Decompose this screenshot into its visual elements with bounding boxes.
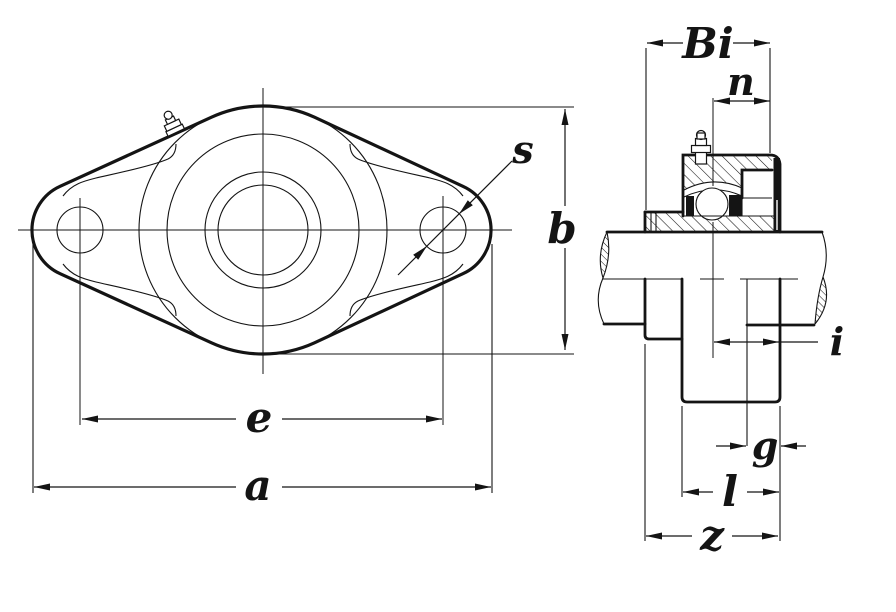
- dim-a: a: [32, 244, 493, 510]
- dim-label-l: l: [722, 467, 738, 516]
- front-view: s b e a: [18, 88, 577, 510]
- dim-label-a: a: [244, 461, 271, 510]
- lower-elevation: [643, 277, 782, 404]
- dim-label-b: b: [547, 204, 576, 253]
- right-break-crescent: [815, 277, 827, 324]
- Bi-arrow-left: [647, 39, 663, 47]
- dim-b: b: [265, 106, 577, 355]
- grease-fitting-side: [690, 129, 712, 165]
- bearing-ball: [695, 187, 729, 221]
- flange-fillet-lines: [62, 143, 464, 317]
- z-arrow-left: [646, 532, 662, 540]
- fitting-thread: [694, 151, 708, 165]
- inner-ring-circle: [204, 171, 322, 289]
- housing-rim-section: [773, 158, 780, 232]
- dim-label-i: i: [830, 319, 844, 364]
- dim-label-Bi: Bi: [681, 19, 733, 68]
- i-arrow-right: [763, 338, 779, 346]
- s-arrow-upper: [459, 200, 473, 214]
- inner-ring-section-left: [686, 196, 694, 216]
- shaft: [597, 230, 828, 327]
- grease-fitting-front: [163, 110, 186, 138]
- shaft-bore-circle: [217, 184, 309, 276]
- flange-band-hatch: [645, 216, 774, 232]
- e-arrow-right: [426, 415, 442, 423]
- fitting-hex: [690, 144, 712, 154]
- fillet-line-lower-right: [349, 263, 464, 317]
- dim-label-g: g: [752, 423, 779, 468]
- left-break-crescent: [600, 232, 609, 278]
- fillet-line-upper-left: [62, 143, 177, 197]
- front-centerlines: [18, 88, 512, 425]
- housing-outline: [643, 153, 782, 234]
- fitting-cap: [696, 132, 706, 140]
- boss-cylinder-outline: [680, 277, 782, 404]
- outer-ring-circle: [166, 133, 360, 327]
- flange-outline: [30, 104, 493, 356]
- dim-z: z: [644, 344, 778, 560]
- dim-i: i: [714, 319, 844, 364]
- right-bolt-hole: [419, 206, 467, 254]
- right-break-inner-curve: [814, 276, 824, 325]
- z-arrow-right: [762, 532, 778, 540]
- n-arrow-right: [754, 97, 770, 105]
- inner-ring-section-right: [729, 195, 742, 216]
- fitting-nipple: [163, 110, 173, 120]
- g-arrow-left: [730, 442, 746, 450]
- dim-label-n: n: [727, 59, 755, 104]
- dim-s: s: [397, 127, 534, 276]
- l-arrow-left: [683, 488, 699, 496]
- collar-notch-edge: [740, 168, 774, 200]
- e-arrow-left: [82, 415, 98, 423]
- left-break-inner-curve: [602, 231, 610, 279]
- Bi-arrow-right: [754, 39, 770, 47]
- dim-label-e: e: [246, 393, 273, 442]
- b-arrow-top: [561, 109, 569, 125]
- dim-n: n: [714, 59, 770, 105]
- g-arrow-right: [781, 442, 797, 450]
- dim-g: g: [716, 325, 806, 541]
- b-arrow-bottom: [561, 334, 569, 350]
- flange-band-hatch-left: [645, 212, 683, 217]
- side-view: Bi n i g: [597, 19, 844, 560]
- bolt-holes: [56, 206, 467, 254]
- fillet-line-upper-right: [349, 143, 464, 197]
- left-bolt-hole: [56, 206, 104, 254]
- dim-e: e: [82, 393, 442, 442]
- a-arrow-right: [475, 483, 491, 491]
- dim-label-z: z: [699, 511, 725, 560]
- flange-plate-outline: [643, 277, 684, 341]
- l-arrow-right: [763, 488, 779, 496]
- i-arrow-left: [714, 338, 730, 346]
- dim-l: l: [681, 406, 779, 516]
- a-arrow-left: [34, 483, 50, 491]
- n-arrow-left: [714, 97, 730, 105]
- fillet-line-lower-left: [62, 263, 177, 317]
- s-arrow-lower: [413, 246, 427, 260]
- dim-label-s: s: [511, 127, 533, 172]
